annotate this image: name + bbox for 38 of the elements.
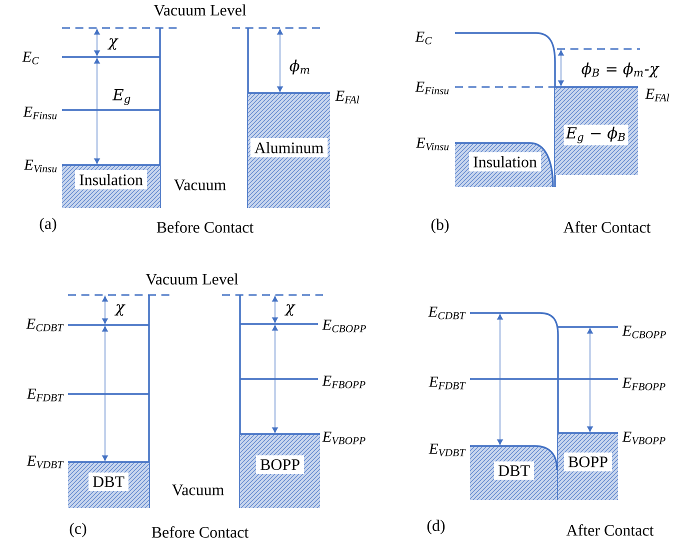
energy-level-label: E$_{Finsu}$ (415, 82, 449, 94)
energy-level-label: E$_{FBOPP}$ (622, 378, 666, 390)
band-block: DBT (68, 461, 149, 491)
band-block: BOPP (240, 433, 320, 474)
energy-level-label: E$_{FDBT}$ (428, 376, 466, 390)
caption-text: Vacuum Level (154, 4, 246, 16)
energy-level-label: E$_{CBOPP}$ (622, 326, 666, 338)
caption-text: (a) (40, 218, 56, 232)
energy-symbol: ϕ$_{m}$ (290, 60, 310, 74)
band-block: DBT (470, 445, 558, 480)
energy-level-label: E$_{CBOPP}$ (322, 320, 366, 332)
band-block: BOPP (558, 432, 618, 472)
energy-level-label: E$_{FBOPP}$ (322, 376, 366, 388)
caption-text: Before Contact (156, 221, 254, 233)
energy-symbol: χ (107, 38, 118, 50)
caption-text: (b) (431, 218, 449, 234)
energy-level-label: E$_{C}$ (22, 52, 39, 64)
energy-symbol: E$_{g}$ (112, 89, 130, 105)
caption-text: (d) (427, 520, 445, 534)
energy-symbol: χ (284, 304, 296, 316)
energy-level-label: E$_{Vinsu}$ (24, 160, 57, 172)
caption-text: Vacuum (172, 484, 224, 496)
band-block: Insulation (62, 164, 160, 190)
band-block: Insulation (455, 142, 554, 188)
energy-level-label: E$_{CDBT}$ (428, 306, 466, 320)
band-block: Aluminum (248, 92, 330, 158)
energy-level-label: E$_{Vinsu}$ (416, 138, 449, 150)
caption-text: After Contact (566, 524, 654, 536)
caption-text: Vacuum (174, 180, 226, 190)
caption-text: (c) (70, 522, 86, 538)
energy-level-label: E$_{VDBT}$ (26, 456, 64, 468)
energy-level-label: E$_{CDBT}$ (26, 318, 64, 332)
energy-symbol: χ (114, 304, 126, 316)
caption-text: Before Contact (152, 526, 249, 538)
energy-level-label: E$_{C}$ (415, 32, 432, 44)
energy-level-label: E$_{Finsu}$ (23, 106, 57, 120)
caption-text: Vacuum Level (146, 273, 238, 285)
caption-text: After Contact (563, 221, 651, 233)
